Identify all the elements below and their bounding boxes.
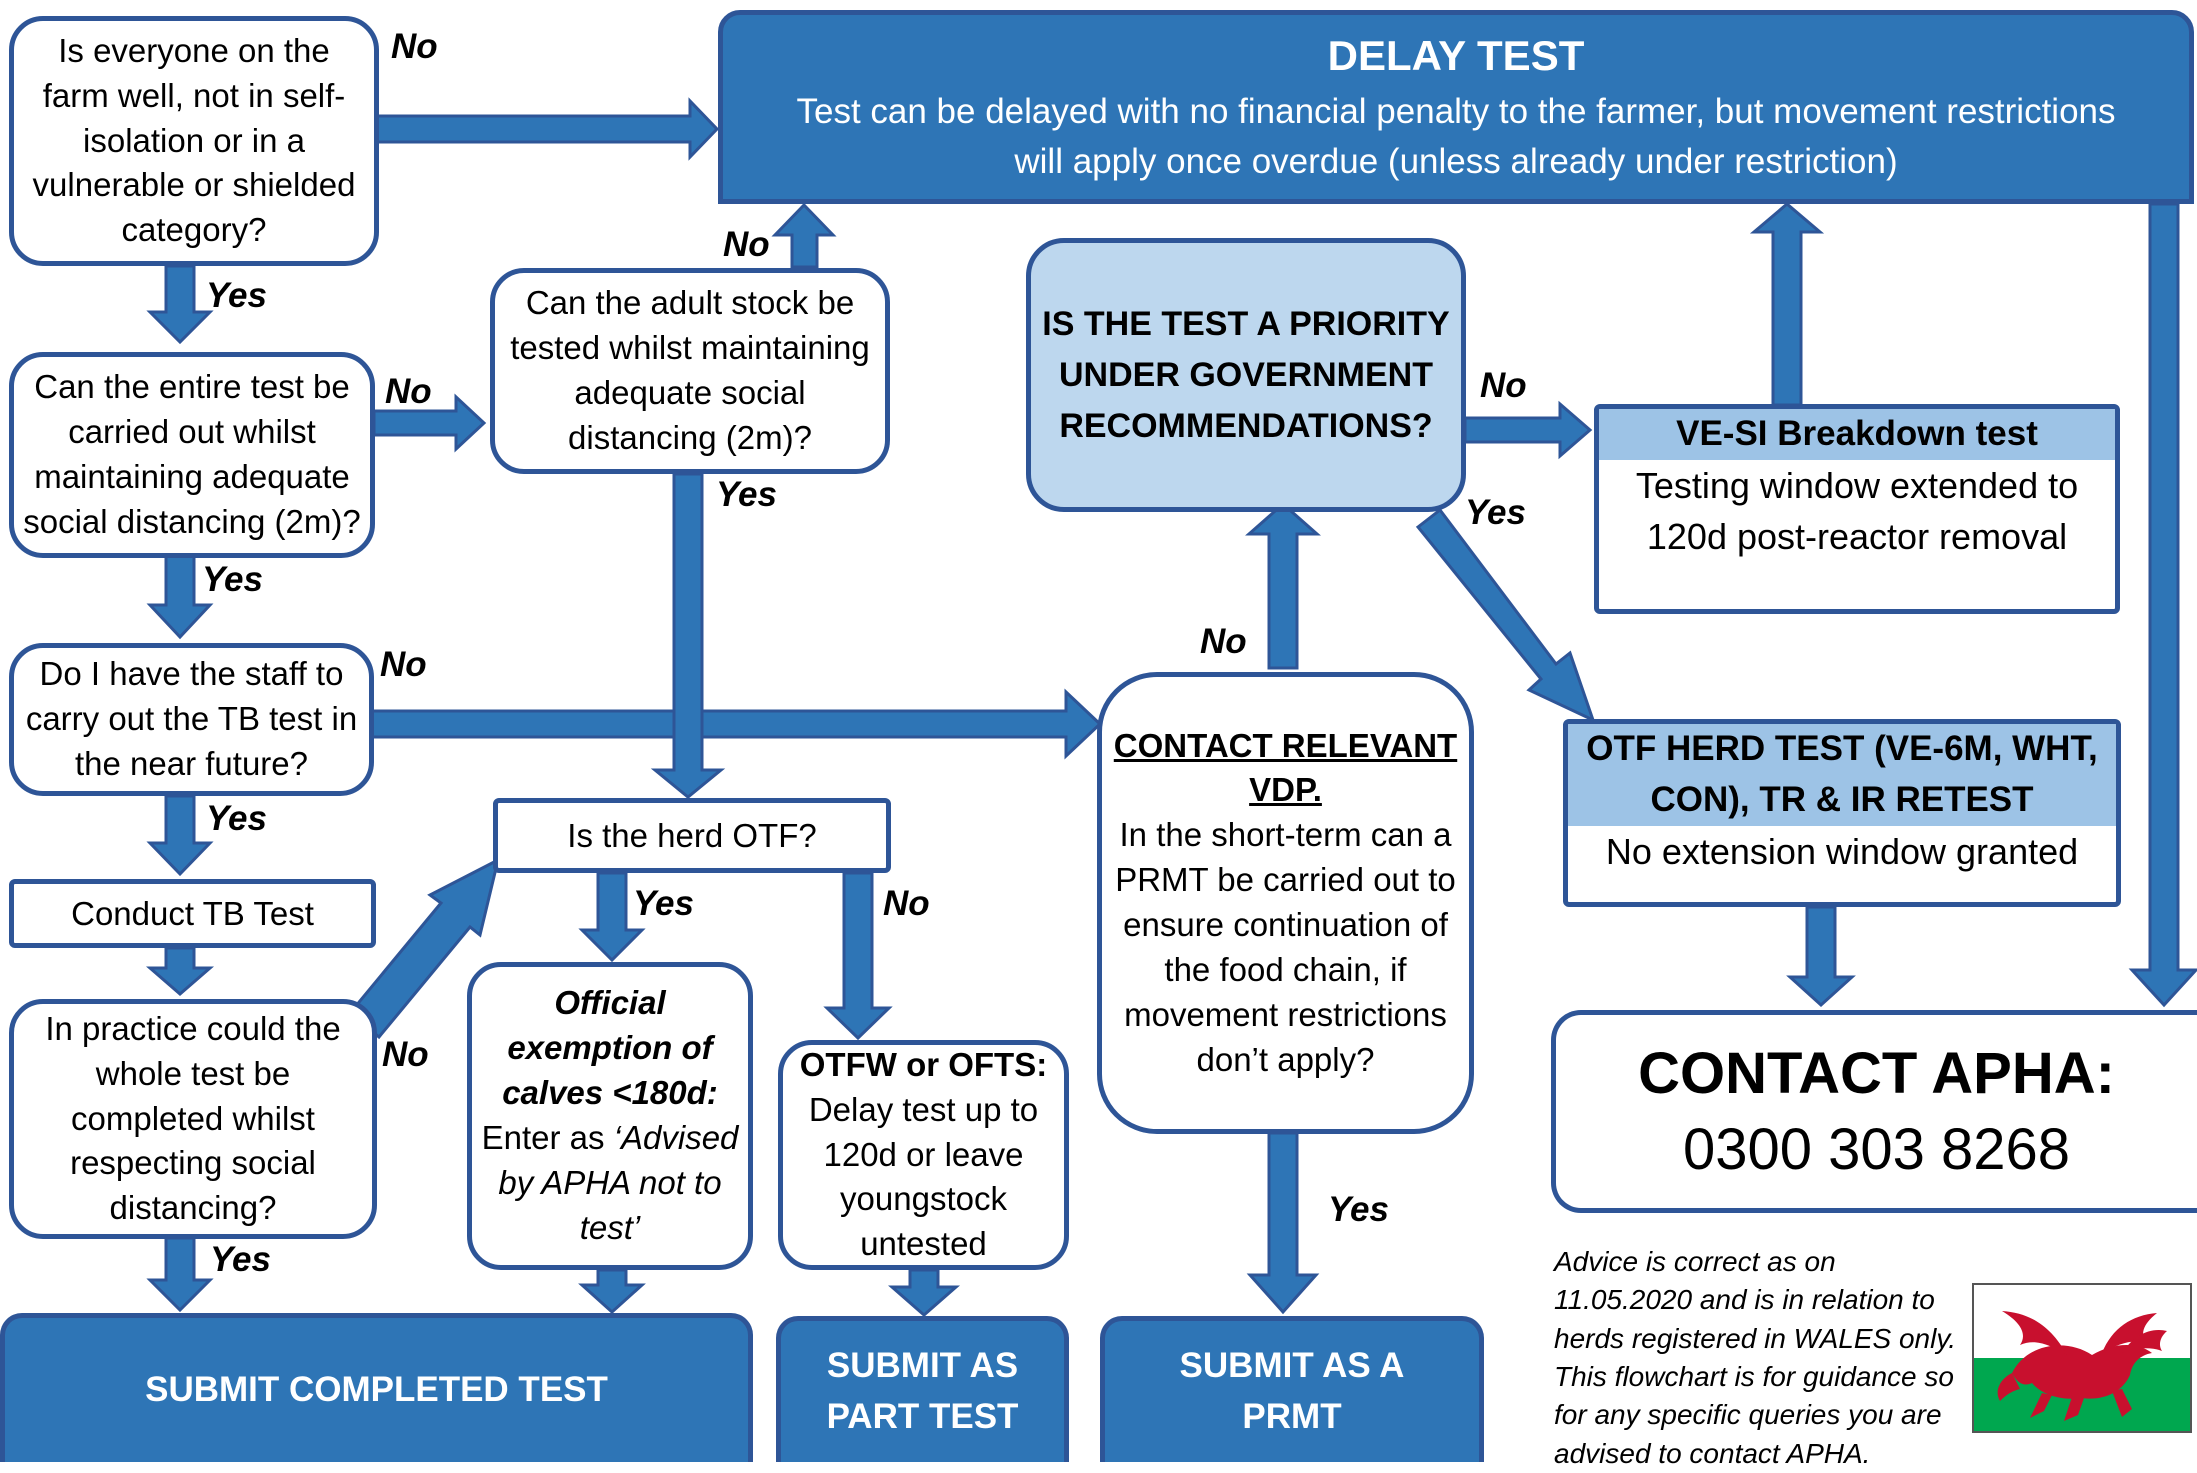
question-in-practice-text: In practice could the whole test be comp…	[45, 1009, 341, 1227]
arrow-otf-yes	[578, 871, 646, 963]
conduct-tb-test: Conduct TB Test	[9, 879, 376, 948]
question-staff-text: Do I have the staff to carry out the TB …	[25, 655, 358, 782]
question-herd-otf-text: Is the herd OTF?	[567, 816, 817, 854]
priority-question: IS THE TEST A PRIORITY UNDER GOVERNMENT …	[1026, 238, 1466, 512]
contact-vdp-text: In the short-term can a PRMT be carried …	[1115, 816, 1456, 1078]
otf-herd-test-text: No extension window granted	[1605, 830, 2079, 872]
arrow-entire-no	[372, 393, 487, 453]
arrow-practice-no	[347, 857, 501, 1040]
label-yes-well: Yes	[206, 276, 267, 315]
arrow-vdp-no	[1245, 501, 1321, 670]
label-yes-vdp: Yes	[1328, 1190, 1389, 1229]
arrow-vesi-up	[1749, 202, 1825, 407]
label-yes-otf: Yes	[633, 884, 694, 923]
contact-vdp-heading: CONTACT RELEVANT VDP.	[1113, 726, 1458, 809]
arrow-practice-yes	[146, 1236, 214, 1313]
official-exemption-box: Official exemption of calves <180d: Ente…	[467, 962, 753, 1270]
submit-completed-test: SUBMIT COMPLETED TEST	[0, 1313, 753, 1462]
arrow-priority-no	[1463, 400, 1593, 460]
delay-test-text: Test can be delayed with no financial pe…	[796, 91, 2116, 182]
arrow-delay-down	[2128, 202, 2197, 1008]
label-no-otf: No	[883, 884, 930, 923]
question-in-practice: In practice could the whole test be comp…	[9, 999, 377, 1239]
delay-test-box: DELAY TEST Test can be delayed with no f…	[718, 10, 2194, 204]
welsh-dragon-flag-icon	[1972, 1283, 2192, 1433]
label-no-staff: No	[380, 645, 427, 684]
arrow-otfw-down	[888, 1268, 960, 1317]
otfw-ofts-text: Delay test up to 120d or leave youngstoc…	[808, 1090, 1039, 1263]
label-yes-entire: Yes	[202, 560, 263, 599]
question-entire-test-text: Can the entire test be carried out whils…	[23, 368, 361, 540]
conduct-tb-test-text: Conduct TB Test	[71, 894, 314, 932]
otf-herd-test-box: OTF HERD TEST (VE-6M, WHT, CON), TR & IR…	[1563, 719, 2121, 907]
label-no-adult: No	[723, 225, 770, 264]
question-adult-stock-text: Can the adult stock be tested whilst mai…	[510, 284, 870, 456]
question-entire-test: Can the entire test be carried out whils…	[9, 352, 375, 558]
arrow-entire-yes	[146, 554, 214, 640]
arrow-official-down	[578, 1268, 646, 1315]
official-exemption-heading: Official exemption of calves <180d:	[502, 984, 718, 1112]
arrow-otf-no	[823, 871, 893, 1041]
priority-question-text: IS THE TEST A PRIORITY UNDER GOVERNMENT …	[1042, 304, 1450, 445]
arrow-well-yes	[146, 264, 214, 345]
contact-apha-box: CONTACT APHA: 0300 303 8268	[1551, 1010, 2197, 1213]
arrow-vdp-yes	[1246, 1131, 1320, 1315]
question-herd-otf: Is the herd OTF?	[493, 798, 891, 873]
label-yes-staff: Yes	[206, 799, 267, 838]
arrow-conduct-down	[145, 946, 215, 996]
advice-note: Advice is correct as on 11.05.2020 and i…	[1554, 1246, 1957, 1469]
official-exemption-text: Enter as ‘Advised by APHA not to test’	[480, 1116, 740, 1251]
label-no-vdp: No	[1200, 622, 1247, 661]
ve-si-breakdown-heading: VE-SI Breakdown test	[1599, 409, 2115, 460]
official-exemption-text-b: ‘Advised by APHA not to test’	[498, 1119, 739, 1246]
label-no-well: No	[391, 27, 438, 66]
label-no-practice: No	[382, 1035, 429, 1074]
submit-completed-test-text: SUBMIT COMPLETED TEST	[145, 1369, 608, 1409]
arrow-adult-yes	[650, 472, 726, 799]
ve-si-breakdown-text: Testing window extended to 120d post-rea…	[1635, 464, 2079, 557]
otf-herd-test-heading: OTF HERD TEST (VE-6M, WHT, CON), TR & IR…	[1568, 724, 2116, 826]
arrow-otfherd-down	[1786, 905, 1856, 1008]
contact-apha-phone: 0300 303 8268	[1682, 1116, 2071, 1182]
ve-si-breakdown-box: VE-SI Breakdown test Testing window exte…	[1594, 404, 2120, 614]
arrow-staff-no	[370, 688, 1103, 760]
label-no-priority: No	[1480, 366, 1527, 405]
submit-part-test: SUBMIT AS PART TEST	[776, 1316, 1069, 1462]
official-exemption-text-a: Enter as	[481, 1119, 614, 1156]
question-farm-well: Is everyone on the farm well, not in sel…	[9, 16, 379, 266]
otfw-ofts-heading: OTFW or OFTS:	[799, 1045, 1048, 1083]
arrow-staff-yes	[146, 794, 214, 877]
label-no-entire: No	[385, 372, 432, 411]
arrow-well-no	[374, 97, 720, 161]
contact-vdp-box: CONTACT RELEVANT VDP. In the short-term …	[1097, 672, 1474, 1134]
arrow-adult-no	[771, 202, 837, 269]
arrow-priority-yes	[1415, 507, 1596, 723]
submit-prmt-text: SUBMIT AS A PRMT	[1179, 1345, 1405, 1436]
question-staff: Do I have the staff to carry out the TB …	[9, 643, 374, 796]
delay-test-title: DELAY TEST	[1327, 31, 1585, 79]
submit-prmt: SUBMIT AS A PRMT	[1100, 1316, 1484, 1462]
submit-part-test-text: SUBMIT AS PART TEST	[826, 1345, 1019, 1436]
question-adult-stock: Can the adult stock be tested whilst mai…	[490, 268, 890, 474]
label-yes-practice: Yes	[210, 1240, 271, 1279]
question-farm-well-text: Is everyone on the farm well, not in sel…	[32, 31, 356, 249]
otfw-ofts-box: OTFW or OFTS: Delay test up to 120d or l…	[778, 1040, 1069, 1270]
label-yes-adult: Yes	[716, 475, 777, 514]
contact-apha-title: CONTACT APHA:	[1638, 1041, 2115, 1107]
label-yes-priority: Yes	[1465, 493, 1526, 532]
